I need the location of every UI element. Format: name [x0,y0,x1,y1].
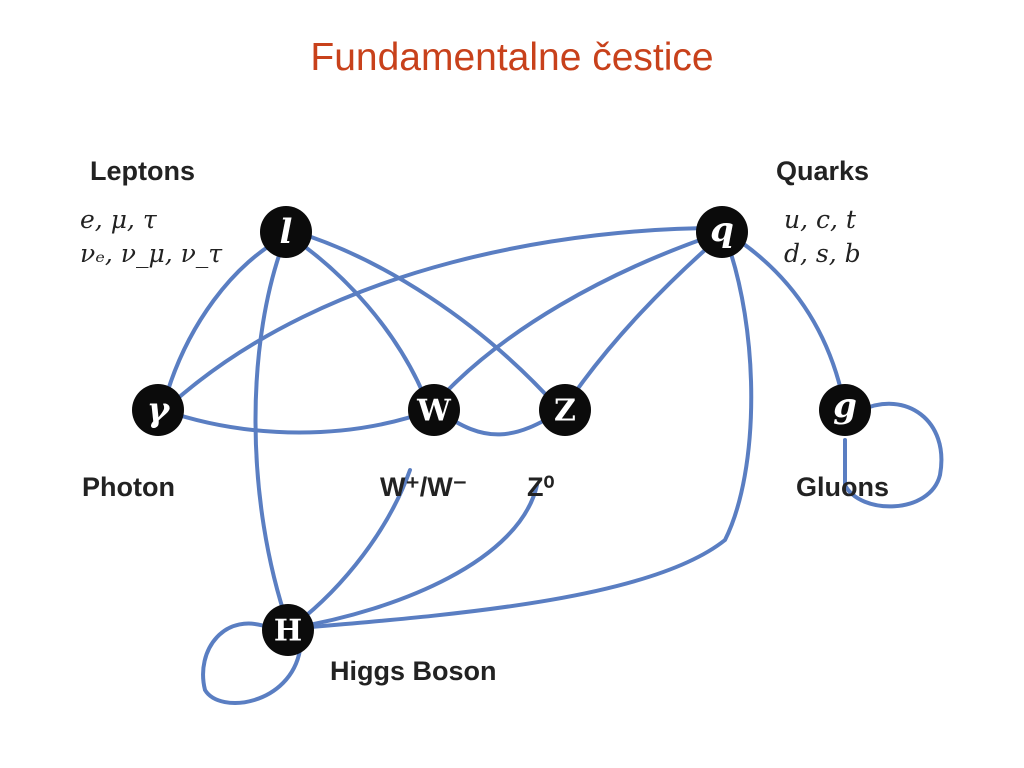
quarks-list-line2: d, s, b [784,239,861,268]
photon-node-circle [132,384,184,436]
node-quark: q [696,206,748,258]
quark-symbol: q [710,210,734,250]
w-symbol: W [416,394,452,429]
edge-quark-z [563,233,724,409]
node-lepton: l [260,206,312,258]
z-label: Z⁰ [527,472,554,502]
edge-lepton-higgs [253,234,290,627]
edge-lepton-z [294,230,562,412]
z-symbol: Z [554,394,576,429]
edge-higgs-self-loop [201,621,302,705]
labels: Leptons e, μ, τ νₑ, ν_μ, ν_τ Quarks u, c… [80,156,889,686]
z-node-circle [539,384,591,436]
nodes: l q γ W Z g H [132,206,871,656]
edge-quark-photon [166,226,720,409]
edge-quark-higgs [298,234,754,630]
higgs-label: Higgs Boson [330,656,497,686]
gluon-symbol: g [833,386,857,426]
leptons-label: Leptons [90,156,195,186]
w-label: W⁺/W⁻ [380,472,467,502]
photon-symbol: γ [147,390,171,430]
edge-z-higgs [290,483,539,630]
edge-quark-w [430,231,722,409]
edge-quark-gluon [724,230,847,410]
leptons-list-line1: e, μ, τ [80,205,158,234]
edge-gluon-self-loop [843,401,944,509]
node-higgs: H [262,604,314,656]
quarks-list-line1: u, c, t [784,205,857,234]
edge-lepton-w [288,234,432,412]
quark-node-circle [696,206,748,258]
higgs-node-circle [262,604,314,656]
leptons-list-line2: νₑ, ν_μ, ν_τ [80,239,223,268]
w-node-circle [408,384,460,436]
gluons-label: Gluons [796,472,889,502]
lepton-symbol: l [280,212,293,252]
gluon-node-circle [819,384,871,436]
higgs-symbol: H [274,614,302,649]
node-photon: γ [132,384,184,436]
photon-label: Photon [82,472,175,502]
node-w: W [408,384,460,436]
lepton-node-circle [260,206,312,258]
quarks-label: Quarks [776,156,869,186]
edge-photon-w [161,408,434,435]
node-gluon: g [819,384,871,436]
slide-title: Fundamentalne čestice [310,36,714,79]
node-z: Z [539,384,591,436]
